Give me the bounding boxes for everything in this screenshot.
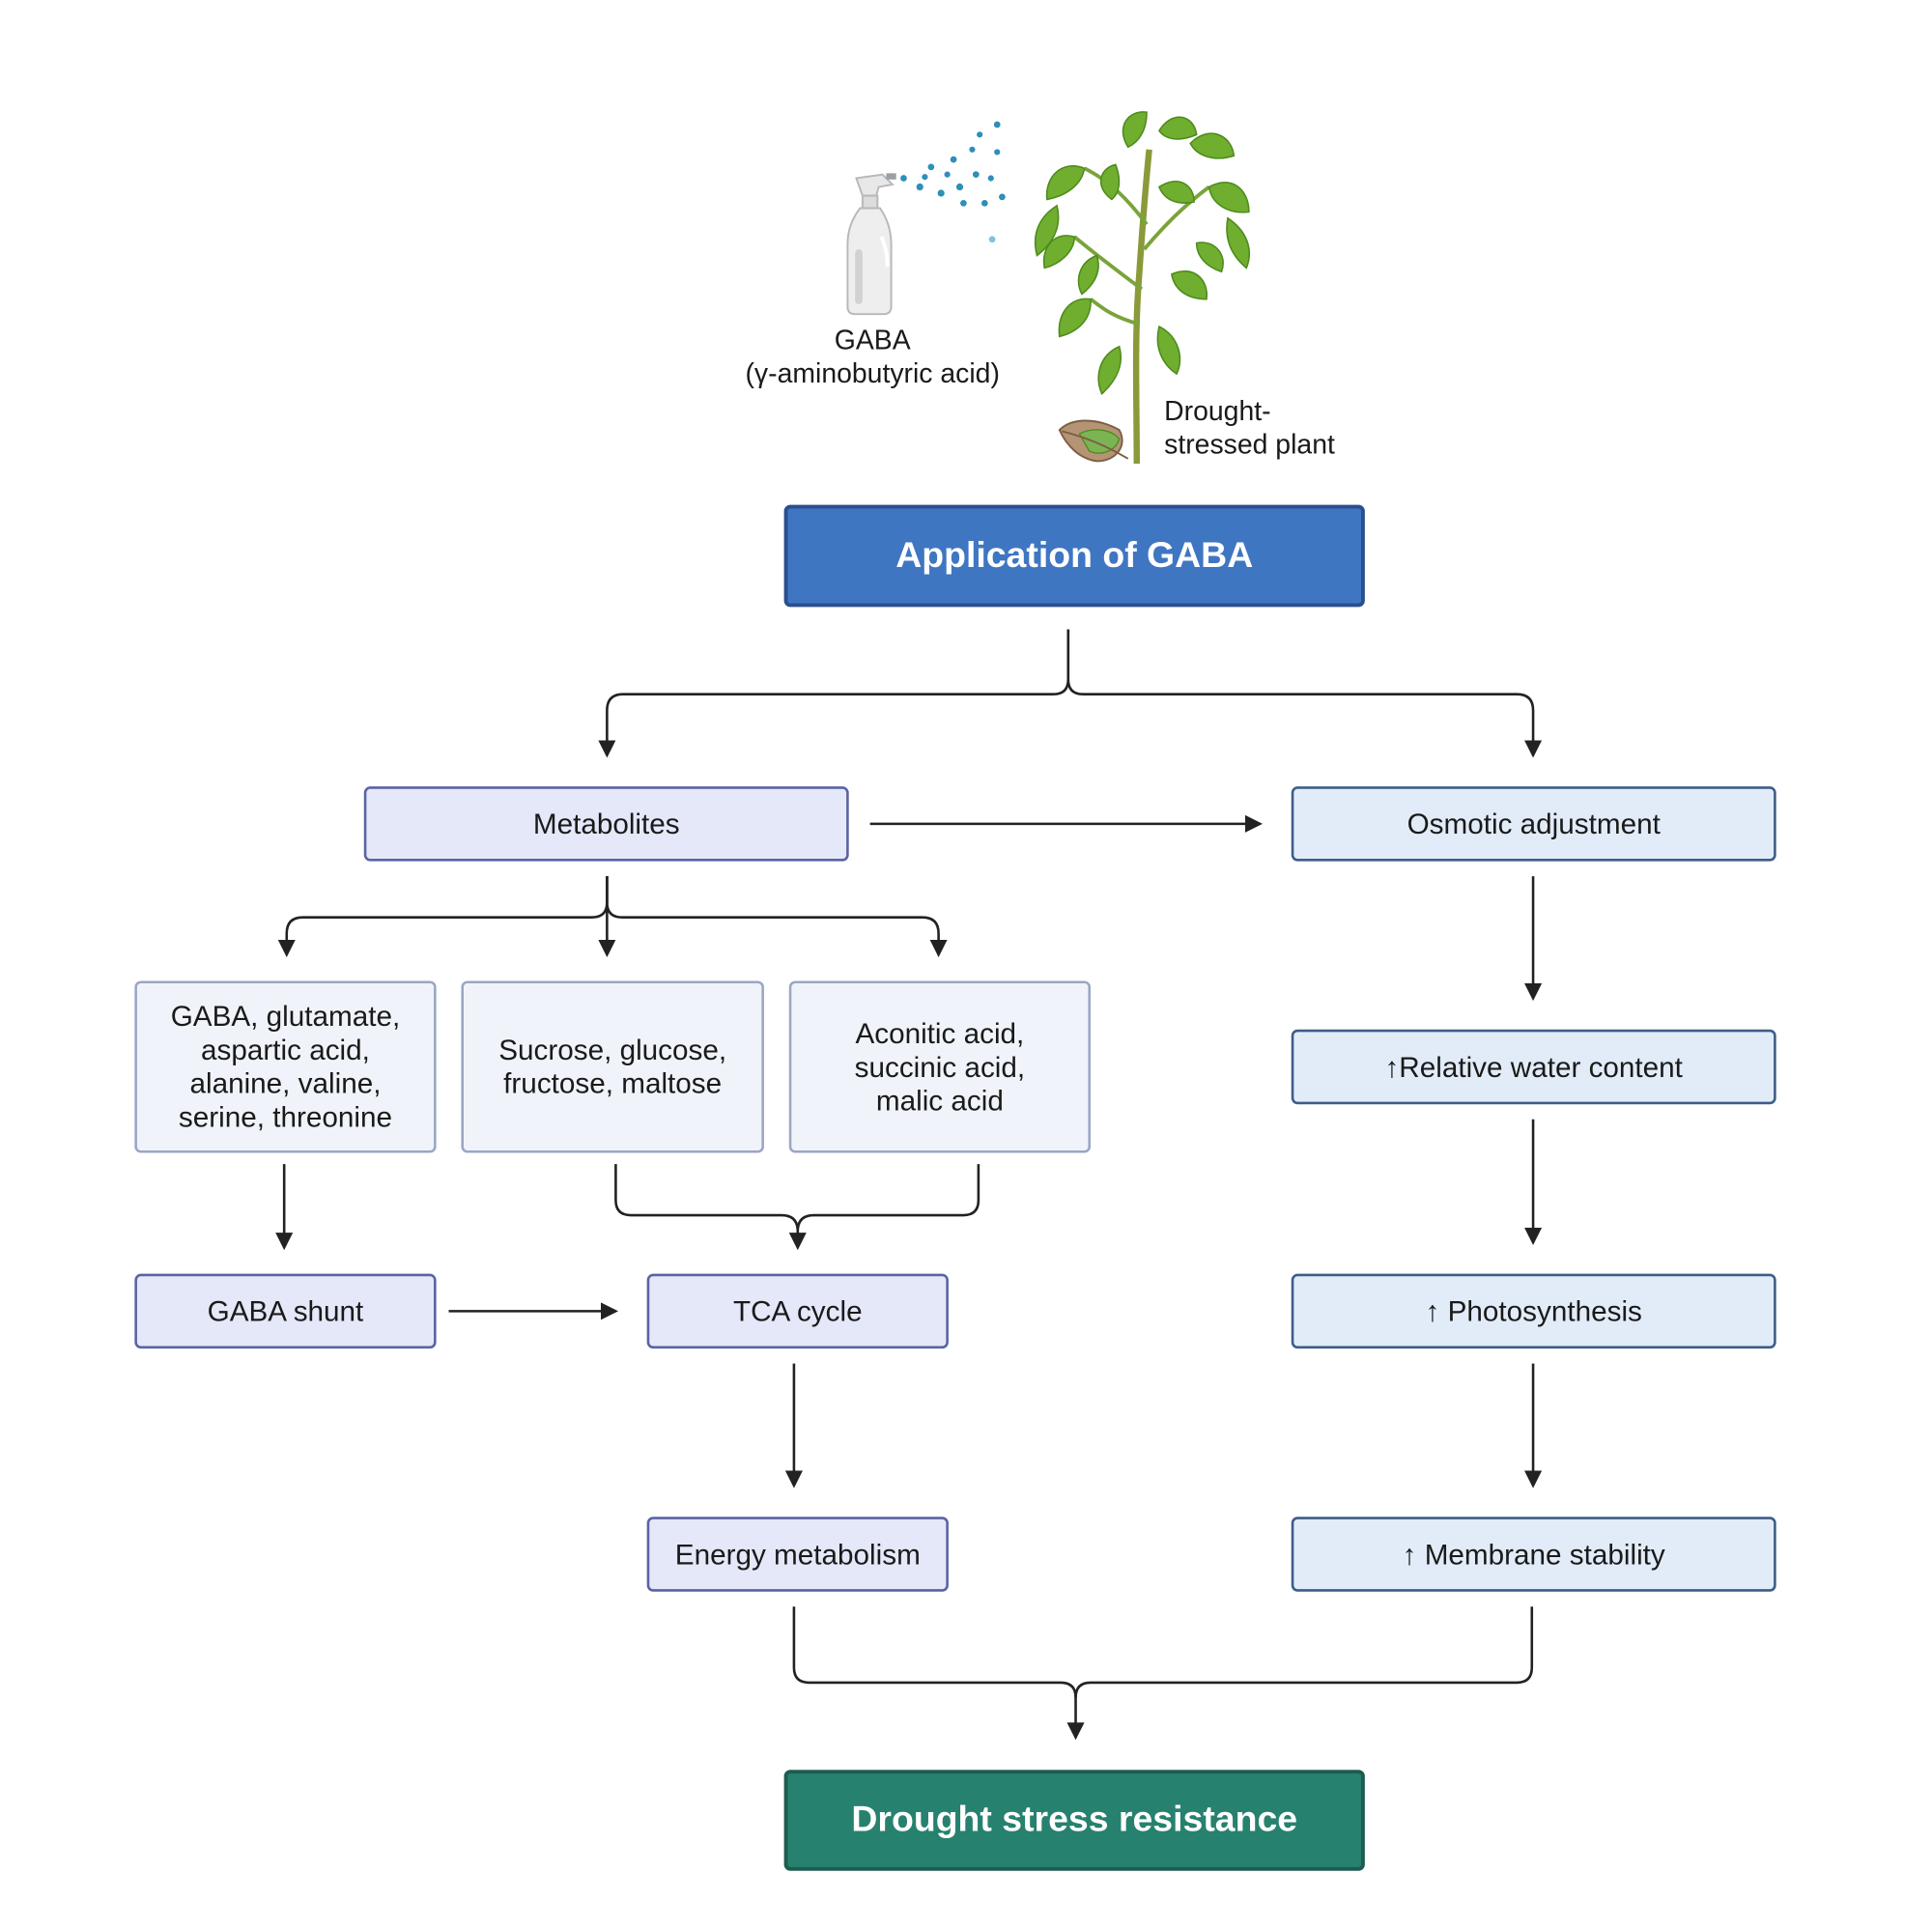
photosynthesis-text: ↑ Photosynthesis: [1425, 1293, 1642, 1327]
gaba-sublabel: (γ-aminobutyric acid): [698, 356, 1047, 390]
drought-stress-resistance-text: Drought stress resistance: [851, 1800, 1298, 1840]
application-of-gaba-box: Application of GABA: [783, 504, 1365, 608]
amino-acids-text: GABA, glutamate, aspartic acid, alanine,…: [170, 999, 401, 1133]
connector-application-to-metabolites: [598, 629, 1070, 758]
spray-bottle-icon: [846, 173, 896, 316]
metabolites-box: Metabolites: [363, 786, 849, 862]
organic-acids-text: Aconitic acid, succinic acid, malic acid: [854, 1016, 1026, 1117]
gaba-label: GABA: [748, 323, 997, 356]
tca-cycle-box: TCA cycle: [646, 1273, 949, 1349]
gaba-label-text: GABA: [834, 324, 911, 355]
gaba-shunt-box: GABA shunt: [134, 1273, 437, 1349]
energy-metabolism-text: Energy metabolism: [674, 1537, 921, 1571]
gaba-shunt-text: GABA shunt: [207, 1293, 364, 1327]
plant-label: Drought- stressed plant: [1164, 394, 1413, 462]
gaba-sublabel-text: (γ-aminobutyric acid): [745, 357, 1000, 389]
relative-water-content-text: ↑Relative water content: [1384, 1050, 1683, 1083]
membrane-stability-box: ↑ Membrane stability: [1291, 1517, 1776, 1592]
osmotic-adjustment-box: Osmotic adjustment: [1291, 786, 1776, 862]
connector-membrane-to-result: [1074, 1606, 1534, 1698]
connector-organic-acids-to-tca: [796, 1164, 980, 1232]
osmotic-adjustment-text: Osmotic adjustment: [1406, 807, 1661, 840]
energy-metabolism-box: Energy metabolism: [646, 1517, 949, 1592]
dried-leaf-icon: [1058, 419, 1129, 463]
membrane-stability-text: ↑ Membrane stability: [1402, 1537, 1665, 1571]
sugars-box: Sucrose, glucose, fructose, maltose: [461, 980, 764, 1153]
photosynthesis-box: ↑ Photosynthesis: [1291, 1273, 1776, 1349]
plant-icon: [1034, 111, 1250, 464]
connector-metabolites-to-amino-acids: [277, 876, 609, 957]
connector-application-to-osmotic: [1066, 629, 1543, 758]
connector-energy-to-result: [792, 1606, 1085, 1741]
drought-stress-resistance-box: Drought stress resistance: [783, 1770, 1365, 1871]
organic-acids-box: Aconitic acid, succinic acid, malic acid: [788, 980, 1092, 1153]
tca-cycle-text: TCA cycle: [732, 1293, 863, 1327]
amino-acids-box: GABA, glutamate, aspartic acid, alanine,…: [134, 980, 437, 1153]
relative-water-content-box: ↑Relative water content: [1291, 1029, 1776, 1105]
sugars-text: Sucrose, glucose, fructose, maltose: [498, 1033, 727, 1100]
application-of-gaba-text: Application of GABA: [895, 535, 1254, 576]
metabolites-text: Metabolites: [532, 807, 680, 840]
connector-sugars-to-tca: [614, 1164, 807, 1251]
connector-metabolites-to-organic-acids: [606, 876, 948, 957]
plant-label-text: Drought- stressed plant: [1164, 395, 1335, 461]
spray-droplets-icon: [900, 121, 1006, 243]
